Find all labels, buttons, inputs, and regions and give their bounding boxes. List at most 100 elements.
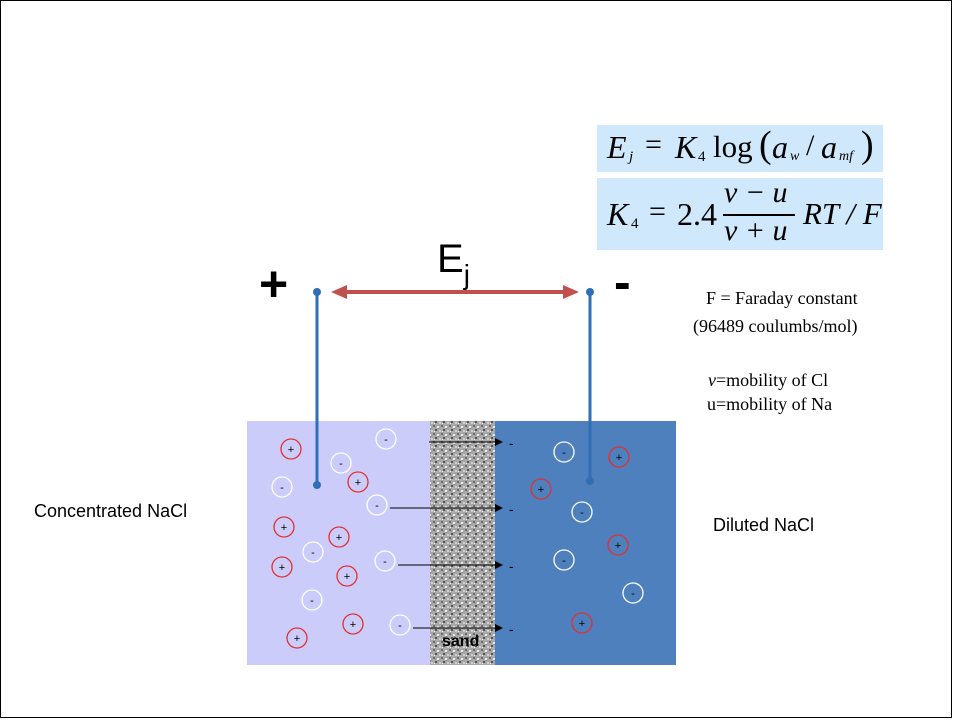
cation-ion-ring [336,565,358,587]
anion-flux-symbol: - [509,501,514,517]
cation-ion: + [530,478,552,500]
formula-ej-den: a [821,129,837,165]
anion-ion-symbol: - [339,458,343,470]
anion-flux-layer: - - - - [390,435,514,637]
anion-flux-symbol: - [509,621,514,637]
anion-ion: - [374,550,396,572]
mobility-cl-definition: v=mobility of Cl [708,370,828,391]
cation-ion: + [328,526,350,548]
formula-k4-lhs-sub: 4 [631,216,639,232]
anion-ion-symbol: - [562,555,566,567]
formula-ej-num: a [772,129,788,165]
cation-ion: + [347,471,369,493]
cation-ion-ring [273,516,295,538]
anion-ion: - [302,541,324,563]
cation-ion: + [273,516,295,538]
right-electrode-top-dot [586,288,594,296]
junction-potential-formula: E j = K 4 log ( a w / a mf ) [597,124,883,172]
formula-ej-log: log [713,129,753,164]
anion-ion-symbol: - [375,500,379,512]
concentrated-nacl-label: Concentrated NaCl [34,501,188,521]
anion-ion: - [389,614,411,636]
cation-ion: + [607,534,629,556]
cation-ion-ring [280,438,302,460]
formula-k4-lhs: K [607,196,629,232]
k4-formula: K 4 = 2.4 v − u v + u RT / F [597,176,883,250]
anion-ion-symbol: - [562,447,566,459]
anion-ion-ring [389,614,411,636]
cation-ion-ring [530,478,552,500]
anion-ion-symbol: - [398,620,402,632]
formula-k4-tail: RT / F [803,196,882,231]
anion-ion-ring [271,476,293,498]
concentrated-solution-region [247,421,430,665]
cation-ion: + [280,438,302,460]
cation-ion-symbol: + [350,619,356,631]
anion-ion: - [366,494,388,516]
faraday-definition-line1: F = Faraday constant [706,288,858,308]
potential-arrow-right-head [563,285,579,299]
cation-ion-symbol: + [616,452,622,464]
cation-ion-ring [328,526,350,548]
ions-layer: ++++++++++++------------ [271,428,644,649]
formula-k4-frac-num: v − u [724,176,788,209]
formula-ej-den-sub: mf [839,149,853,164]
anion-ion-symbol: - [280,482,284,494]
cation-ion-symbol: + [344,571,350,583]
cation-ion-ring [608,446,630,468]
anion-ion: - [571,501,593,523]
anion-ion-ring [622,582,644,604]
formula-ej-slash: / [806,129,815,162]
cation-ion: + [336,565,358,587]
anion-ion: - [271,476,293,498]
anion-ion-ring [375,428,397,450]
anion-ion: - [375,428,397,450]
diluted-solution-region [495,421,676,665]
cation-ion-symbol: + [288,444,294,456]
cation-ion-symbol: + [615,540,621,552]
right-electrode-tip [586,477,594,485]
anion-ion-symbol: - [580,507,584,519]
anion-ion-symbol: - [383,556,387,568]
formula-k4-equals: = [649,195,666,228]
anion-ion-symbol: - [310,595,314,607]
anion-flux-symbol: - [509,435,514,451]
cation-ion: + [571,612,593,634]
anion-flux-symbol: - [509,558,514,574]
cation-ion-symbol: + [281,522,287,534]
anion-ion: - [301,589,323,611]
potential-label-sub: j [463,259,470,290]
anion-ion-ring [330,452,352,474]
cation-ion-ring [271,556,293,578]
sand-membrane [430,421,495,665]
formula-k4-frac-bar [723,214,795,216]
potential-label: Ej [437,237,470,290]
anion-ion: - [553,549,575,571]
cation-ion: + [342,613,364,635]
negative-terminal-sign: - [614,254,631,310]
formula-k4-frac-den: v + u [724,214,788,247]
cation-ion-symbol: + [294,633,300,645]
cation-ion: + [286,627,308,649]
anion-ion: - [622,582,644,604]
anion-ion-ring [302,541,324,563]
anion-ion-symbol: - [384,434,388,446]
anion-ion-symbol: - [631,588,635,600]
cation-ion-symbol: + [538,484,544,496]
formula-ej-equals: = [645,128,662,161]
formula-ej-coef-sub: 4 [698,149,706,165]
left-electrode-top-dot [313,288,321,296]
diluted-nacl-label: Diluted NaCl [713,515,815,535]
anion-ion-ring [553,441,575,463]
mobility-v-text: =mobility of Cl [716,370,829,390]
formula-ej-coef: K [675,129,697,165]
formula-ej-lhs-sub: j [629,149,634,165]
anion-ion: - [553,441,575,463]
positive-terminal-sign: + [259,256,289,312]
sand-label: sand [442,633,480,650]
cation-ion: + [608,446,630,468]
formula-k4-coef: 2.4 [677,196,717,232]
cation-ion-symbol: + [579,618,585,630]
anion-ion-ring [553,549,575,571]
